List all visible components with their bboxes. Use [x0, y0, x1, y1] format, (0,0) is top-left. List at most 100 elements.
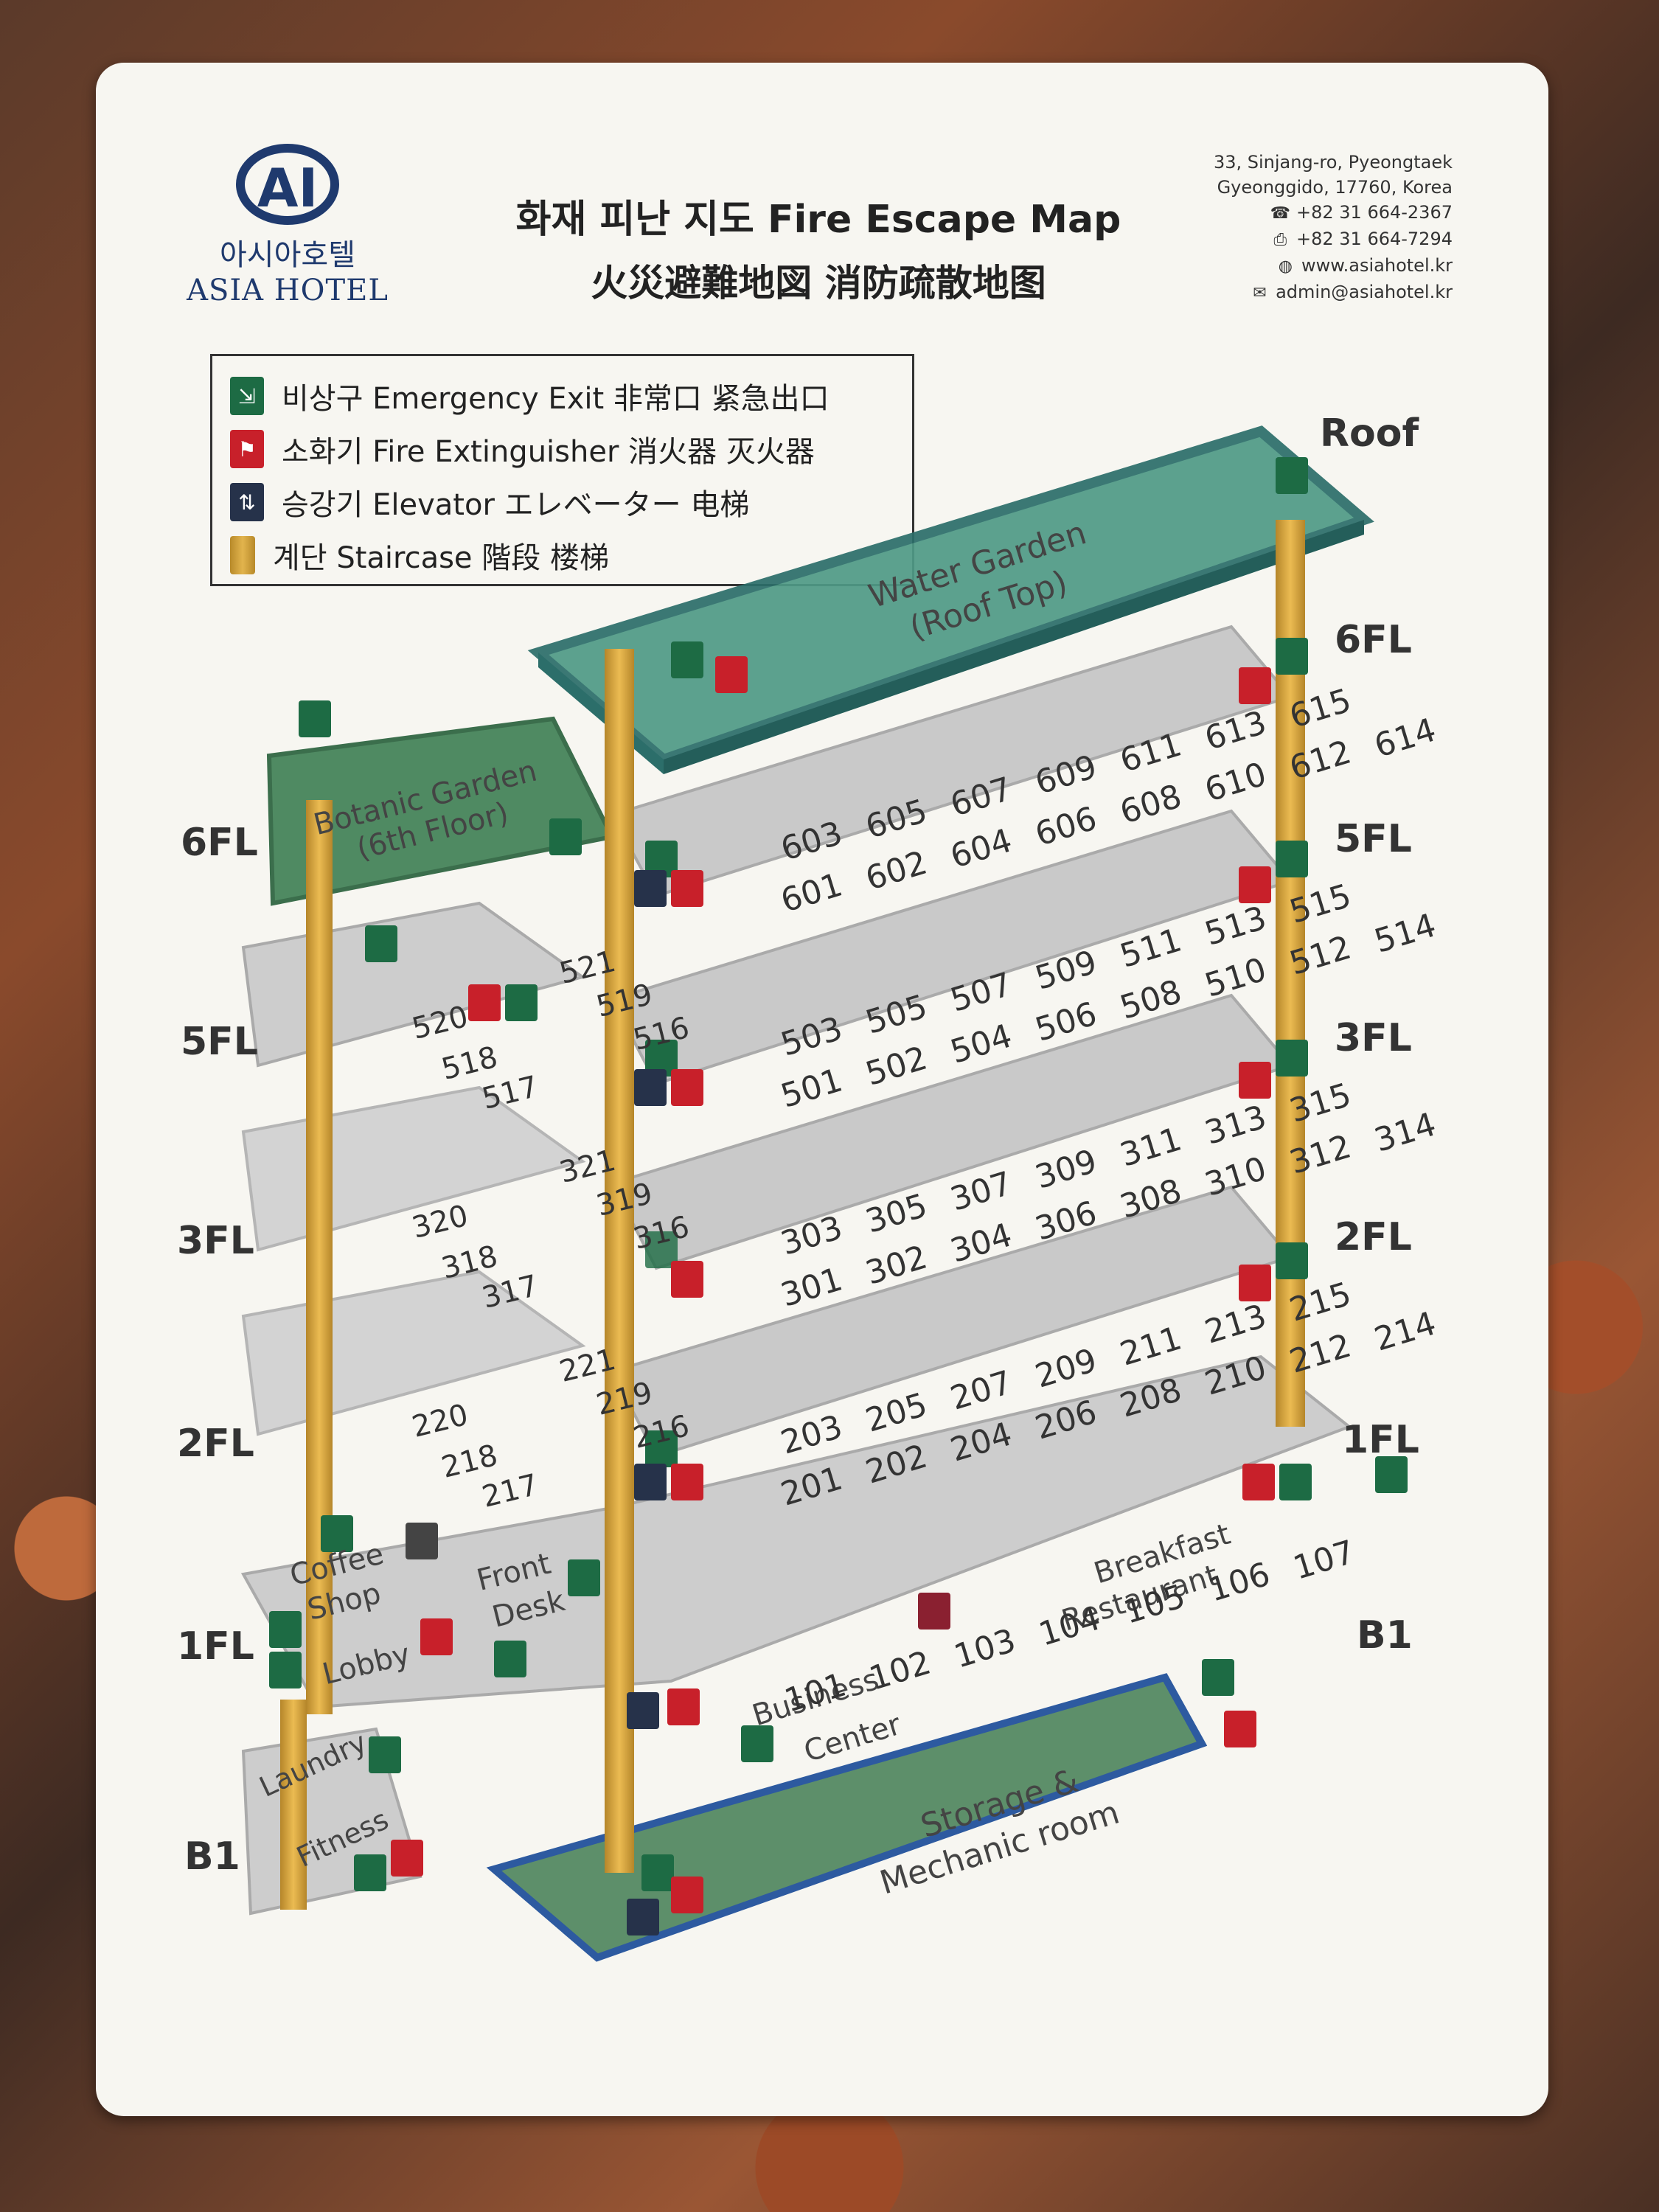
floor-label-left-6: 6FL — [181, 821, 258, 865]
room-number: 313 — [1200, 1098, 1270, 1152]
fire-extinguisher-icon — [715, 656, 748, 693]
emergency-exit-icon — [269, 1652, 302, 1688]
legend-label: 비상구 Emergency Exit 非常口 紧急出口 — [282, 382, 830, 416]
room-number: 517 — [479, 1070, 541, 1116]
emergency-exit-icon — [1276, 457, 1308, 494]
email: admin@asiahotel.kr — [1276, 282, 1453, 302]
emergency-exit-icon — [671, 641, 703, 678]
fire-extinguisher-icon — [1239, 1265, 1271, 1301]
emergency-exit-icon — [549, 818, 582, 855]
room-number: 602 — [861, 844, 931, 897]
fire-extinguisher-icon — [1239, 866, 1271, 903]
room-number: 310 — [1200, 1150, 1270, 1203]
phone-number: +82 31 664-2367 — [1296, 202, 1453, 223]
room-number: 207 — [946, 1363, 1016, 1417]
mail-icon: ✉ — [1253, 284, 1267, 302]
legend-label: 승강기 Elevator エレベーター 电梯 — [282, 488, 750, 522]
contact-block: 33, Sinjang-ro, Pyeongtaek Gyeonggido, 1… — [1214, 150, 1453, 306]
emergency-exit-icon — [645, 1430, 678, 1467]
elevator-icon — [627, 1692, 659, 1729]
floor-label-right-b1: B1 — [1357, 1613, 1413, 1658]
staircase-west-2 — [280, 1700, 307, 1910]
web-line: ◍ www.asiahotel.kr — [1214, 253, 1453, 279]
emergency-exit-icon — [1276, 1242, 1308, 1279]
room-number: 502 — [861, 1039, 931, 1093]
fire-extinguisher-icon: ⚑ — [230, 430, 264, 468]
phone-icon: ☎ — [1270, 204, 1291, 223]
fax-line: ⎙ +82 31 664-7294 — [1214, 226, 1453, 253]
fire-extinguisher-icon — [671, 1069, 703, 1106]
floor-label-right-5: 5FL — [1335, 817, 1412, 861]
legend-item-staircase: 계단 Staircase 階段 楼梯 — [230, 529, 894, 582]
elevator-icon — [627, 1899, 659, 1935]
address-line-2: Gyeonggido, 17760, Korea — [1217, 177, 1453, 198]
room-number: 102 — [865, 1644, 935, 1697]
roof-water-garden-front — [664, 520, 1364, 774]
hotel-name-english: ASIA HOTEL — [187, 274, 389, 307]
room-number: 209 — [1031, 1341, 1101, 1395]
floor-label-left-5: 5FL — [181, 1020, 258, 1064]
floor-label-right-6: 6FL — [1335, 618, 1412, 662]
title-line-1: 화재 피난 지도 Fire Escape Map — [515, 198, 1121, 242]
legend-label: 소화기 Fire Extinguisher 消火器 灭火器 — [282, 435, 815, 469]
fax-icon: ⎙ — [1273, 231, 1287, 249]
email-line: ✉ admin@asiahotel.kr — [1214, 279, 1453, 306]
fire-extinguisher-icon — [1239, 667, 1271, 704]
legend-item-extinguisher: ⚑ 소화기 Fire Extinguisher 消火器 灭火器 — [230, 422, 894, 476]
room-number: 220 — [408, 1398, 471, 1444]
hotel-logo: AI 아시아호텔 ASIA HOTEL — [184, 144, 391, 307]
room-number: 510 — [1200, 950, 1270, 1004]
fire-extinguisher-icon — [671, 1877, 703, 1913]
fire-extinguisher-icon — [667, 1688, 700, 1725]
room-number: 314 — [1370, 1105, 1440, 1159]
fire-extinguisher-icon — [1224, 1711, 1256, 1747]
legend-box: ⇲ 비상구 Emergency Exit 非常口 紧急出口 ⚑ 소화기 Fire E… — [210, 354, 914, 586]
room-number: 614 — [1370, 711, 1440, 765]
elevator-icon — [634, 870, 667, 907]
restroom-icon — [406, 1523, 438, 1559]
legend-item-exit: ⇲ 비상구 Emergency Exit 非常口 紧急出口 — [230, 369, 894, 422]
emergency-exit-icon — [568, 1559, 600, 1596]
emergency-exit-icon — [365, 925, 397, 962]
fire-extinguisher-icon — [671, 1261, 703, 1298]
room-number: 205 — [861, 1385, 931, 1439]
emergency-exit-icon — [1279, 1464, 1312, 1500]
website: www.asiahotel.kr — [1301, 255, 1453, 276]
room-number: 211 — [1116, 1319, 1186, 1373]
floor-label-left-1: 1FL — [177, 1624, 254, 1669]
floor-label-left-3: 3FL — [177, 1219, 254, 1263]
phone-line: ☎ +82 31 664-2367 — [1214, 200, 1453, 226]
room-number: 501 — [776, 1061, 846, 1115]
emergency-exit-icon — [321, 1515, 353, 1552]
room-number: 214 — [1370, 1304, 1440, 1358]
emergency-exit-icon — [1276, 638, 1308, 675]
emergency-exit-icon — [645, 841, 678, 877]
room-number: 610 — [1200, 755, 1270, 809]
emergency-exit-icon — [1276, 1040, 1308, 1077]
staircase-icon — [230, 536, 255, 574]
floor-label-right-roof: Roof — [1320, 411, 1419, 456]
room-number: 309 — [1031, 1142, 1101, 1196]
emergency-exit-icon — [645, 1040, 678, 1077]
elevator-icon — [634, 1464, 667, 1500]
emergency-exit-icon — [645, 1231, 678, 1268]
emergency-exit-icon — [1202, 1659, 1234, 1696]
room-number: 604 — [946, 821, 1016, 875]
logo-letters: AI — [257, 157, 319, 219]
legend-item-elevator: ⇅승강기 Elevator エレベーター 电梯 — [230, 476, 894, 529]
floor-label-right-3: 3FL — [1335, 1016, 1412, 1060]
emergency-exit-icon — [494, 1641, 526, 1677]
emergency-exit-icon: ⇲ — [230, 377, 264, 415]
fire-extinguisher-icon — [1242, 1464, 1275, 1500]
room-number: 601 — [776, 866, 846, 919]
staircase-center — [605, 649, 634, 1873]
fire-extinguisher-icon — [671, 1464, 703, 1500]
room-number: 107 — [1289, 1533, 1359, 1587]
emergency-exit-icon — [1375, 1456, 1408, 1493]
room-number: 514 — [1370, 906, 1440, 960]
map-title: 화재 피난 지도 Fire Escape Map 火災避難地図 消防疏散地图 — [450, 188, 1187, 307]
room-number: 213 — [1200, 1297, 1270, 1351]
fire-escape-map-card: AI 아시아호텔 ASIA HOTEL 화재 피난 지도 Fire Escape… — [96, 63, 1548, 2116]
globe-icon: ◍ — [1278, 257, 1293, 276]
emergency-exit-icon — [269, 1611, 302, 1648]
